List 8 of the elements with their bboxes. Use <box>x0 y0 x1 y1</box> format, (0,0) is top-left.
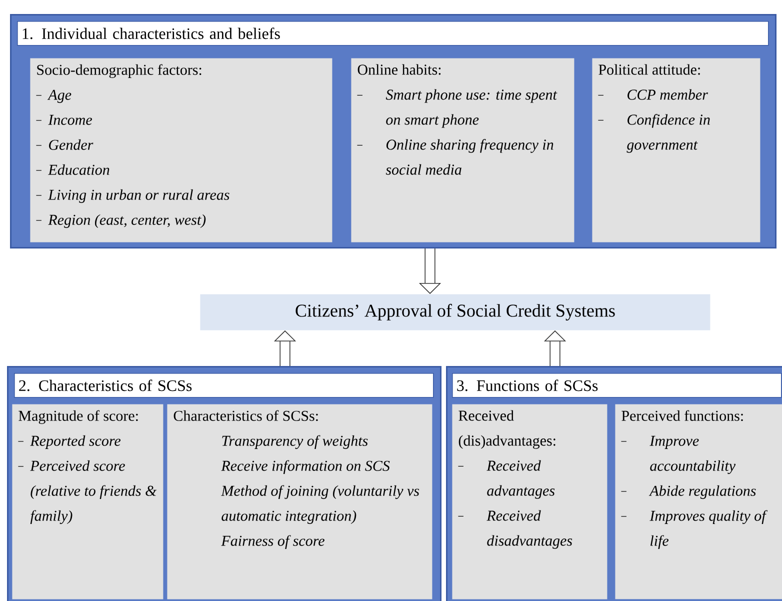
factor-box: Political attitude: CCP member Confidence in government <box>592 58 760 242</box>
factor-box: Socio-demographic factors: Age Income Gender Education Living in urban or rural areas Region (east, center, west) <box>30 58 332 242</box>
factor-box: Online habits: Smart phone use: time spent on smart phone Online sharing frequency in social media <box>351 58 574 242</box>
factor-box: Perceived functions: Improve accountability Abide regulations Improves quality of life <box>615 404 782 600</box>
factor-box: Received (dis)advantages: Received advantages Received disadvantages <box>452 404 608 600</box>
outcome-box: Citizens’ Approval of Social Credit Systems <box>200 294 710 330</box>
factor-box: Magnitude of score: Reported score Perceived score (relative to friends & family) <box>12 404 164 600</box>
factor-box: Characteristics of SCSs: Transparency of weights Receive information on SCS Method of joining (voluntarily vs automatic integration) Fairness of score <box>167 404 432 600</box>
